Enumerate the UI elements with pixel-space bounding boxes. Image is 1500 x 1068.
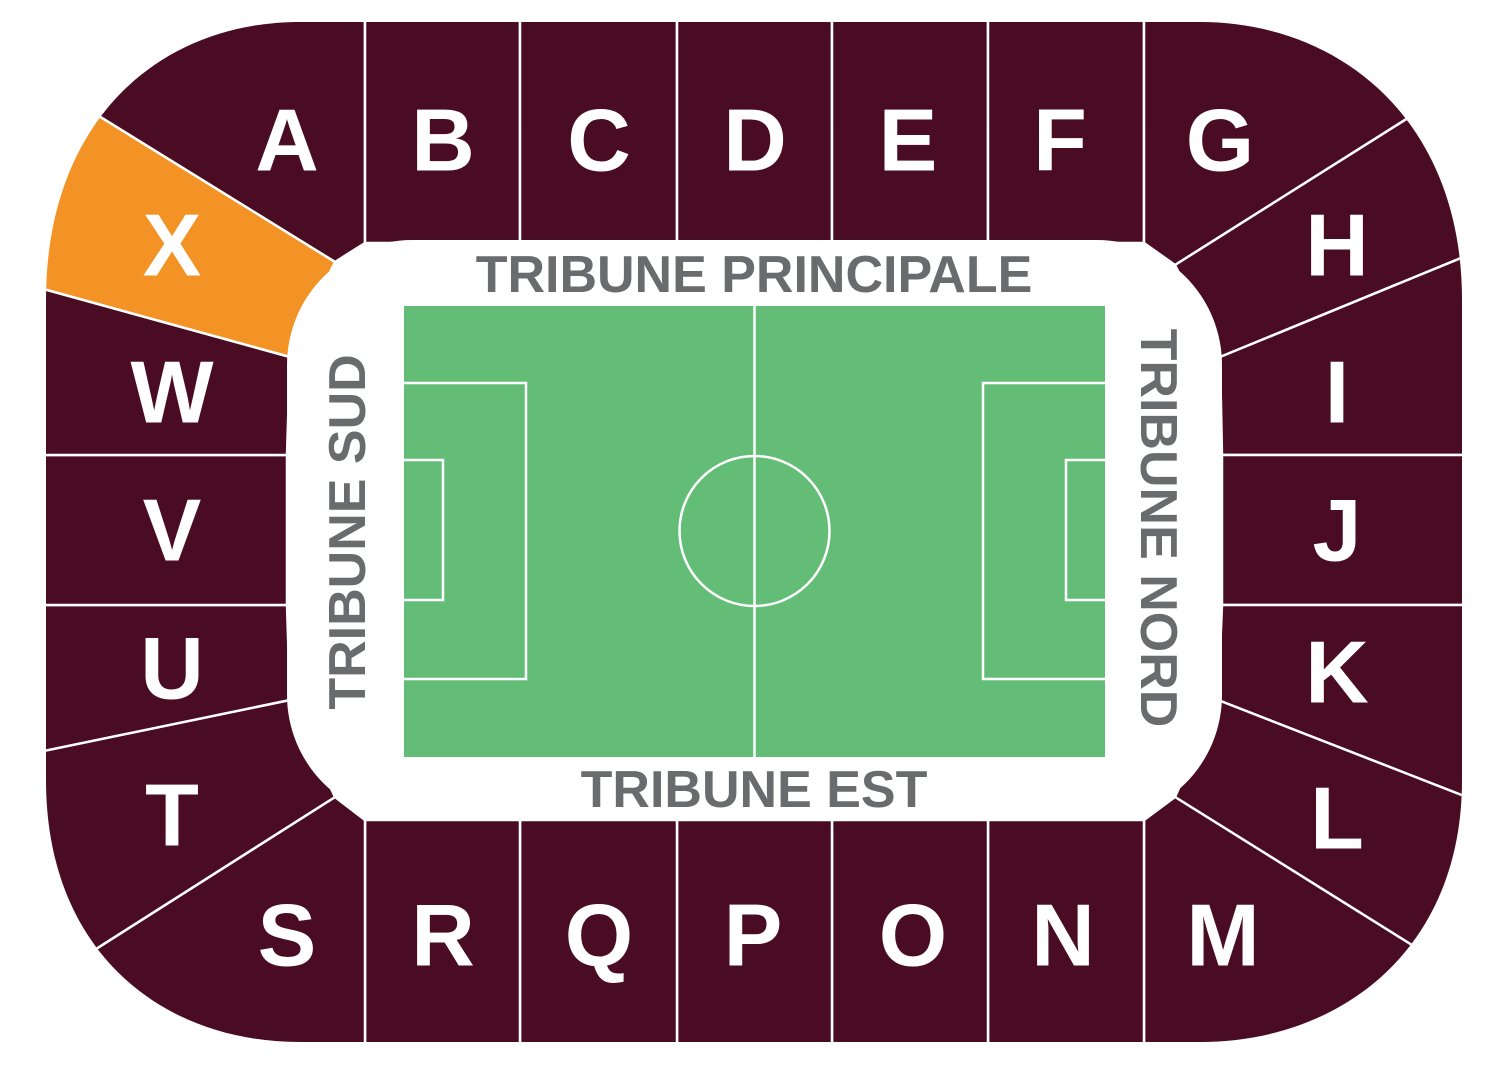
football-pitch	[404, 306, 1105, 757]
sector-b[interactable]	[363, 0, 522, 245]
penalty-area-right	[981, 381, 1105, 681]
sector-e[interactable]	[830, 0, 990, 245]
sector-n[interactable]	[986, 818, 1146, 1068]
sector-f[interactable]	[986, 0, 1146, 245]
stand-label-sud: TRIBUNE SUD	[319, 354, 377, 709]
sector-p[interactable]	[675, 818, 834, 1068]
stand-label-principale: TRIBUNE PRINCIPALE	[476, 246, 1033, 304]
goal-area-right	[1064, 458, 1105, 602]
stand-label-nord: TRIBUNE NORD	[1129, 329, 1187, 728]
goal-area-left	[404, 458, 445, 602]
sector-c[interactable]	[518, 0, 679, 245]
sector-o[interactable]	[830, 818, 990, 1068]
sector-j[interactable]	[1220, 453, 1500, 607]
sector-r[interactable]	[363, 818, 522, 1068]
sector-q[interactable]	[518, 818, 679, 1068]
stand-label-est: TRIBUNE EST	[581, 761, 928, 819]
sector-d[interactable]	[675, 0, 834, 245]
centre-circle	[678, 454, 831, 608]
sector-v[interactable]	[0, 453, 289, 607]
penalty-area-left	[404, 381, 528, 681]
